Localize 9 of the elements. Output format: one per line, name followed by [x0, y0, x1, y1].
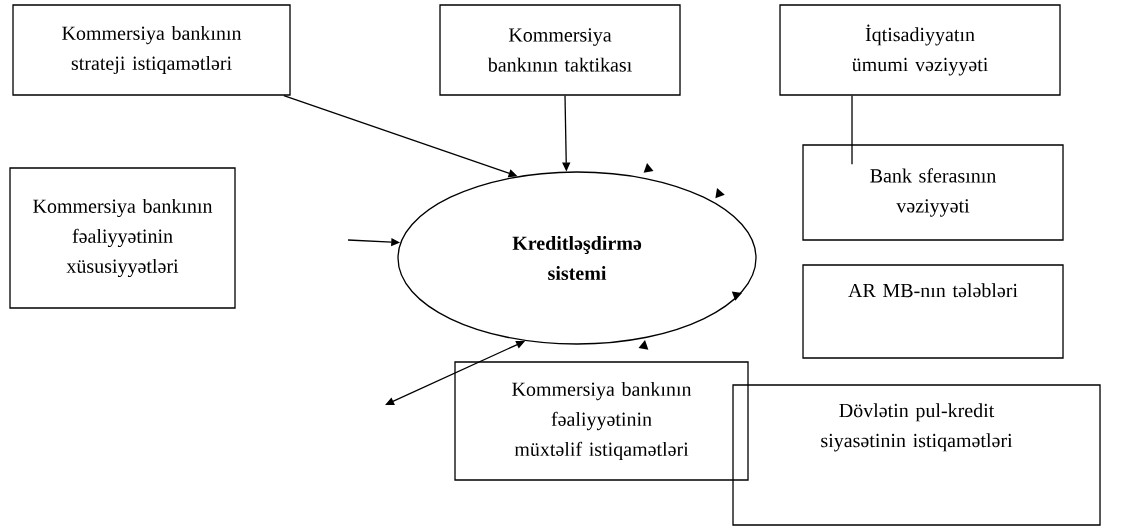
- text-box: Kommersiya bankının strateji istiqamətləri: [12, 4, 291, 96]
- text-box: Dövlətin pul-kredit siyasətinin istiqamətləri: [732, 384, 1101, 526]
- ellipse-node: Kreditləşdirmə sistemi: [397, 171, 757, 345]
- text-box: Kommersiya bankının fəaliyyətinin xüsusiyyətləri: [9, 167, 236, 309]
- text-box: İqtisadiyyatın ümumi vəziyyəti: [779, 4, 1061, 96]
- text-box: Bank sferasının vəziyyəti: [802, 144, 1064, 241]
- text-box: AR MB-nın tələbləri: [802, 264, 1064, 359]
- text-box: Kommersiya bankının fəaliyyətinin müxtəlif istiqamətləri: [454, 361, 749, 481]
- text-box: Kommersiya bankının taktikası: [439, 4, 681, 96]
